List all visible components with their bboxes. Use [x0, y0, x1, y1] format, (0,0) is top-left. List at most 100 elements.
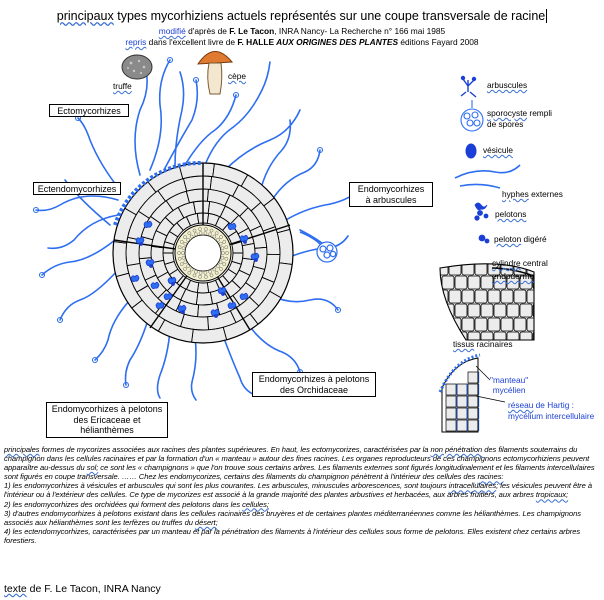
detail-hartig-section [438, 353, 481, 433]
legend-arbuscules: arbuscules [487, 80, 528, 90]
subtitle-source: modifié d'après de F. Le Tacon, INRA Nan… [158, 26, 446, 36]
peloton [217, 286, 227, 296]
cylinder-cell [221, 251, 225, 255]
tissue-cell [493, 275, 507, 290]
cylinder-cell [209, 273, 214, 278]
legend-endoderme: endoderme [492, 271, 534, 281]
legend-sporocyst-icon [460, 100, 484, 132]
central-cylinder [174, 224, 232, 282]
cylinder-cell [179, 239, 184, 244]
label-endo-orchidaceae: Endomycorhizes à pelotons des Orchidacea… [252, 372, 376, 397]
tissue-cell [500, 317, 514, 332]
label-truffe: truffe [113, 81, 132, 91]
cylinder-cell [208, 269, 212, 274]
description-text: principales formes de mycorizes associée… [4, 445, 602, 545]
peloton [227, 301, 237, 309]
tissue-cell [461, 263, 475, 276]
cylinder-cell [187, 231, 192, 236]
tissue-cell [519, 331, 533, 340]
peloton [130, 274, 140, 282]
cortex-cell [196, 282, 210, 294]
peloton [155, 301, 165, 309]
legend-pelotons: pelotons [495, 209, 527, 219]
tissue-cell [480, 331, 494, 340]
root-cross-section-diagram [32, 51, 535, 433]
cylinder-cell [204, 227, 208, 232]
tissue-cell [519, 303, 533, 318]
tissue-cell [467, 303, 481, 318]
tissue-cell [474, 289, 488, 304]
cylinder-cell [214, 270, 219, 275]
truffe-icon [121, 54, 153, 80]
cylinder-cell [179, 262, 184, 267]
tissue-cell [487, 317, 501, 332]
tissue-cell [532, 331, 534, 340]
cylinder-cell [219, 235, 223, 239]
label-ectomycorhizes: Ectomycorhizes [49, 104, 129, 117]
cylinder-cell [181, 255, 186, 260]
cylinder-cell [214, 231, 219, 236]
cylinder-cell [194, 269, 198, 274]
label-endo-arbuscules: Endomycorhizes à arbuscules [349, 182, 433, 207]
cylinder-cell [177, 245, 182, 250]
peloton [210, 308, 220, 318]
credit-line: texte de F. Le Tacon, INRA Nancy [4, 583, 161, 595]
tissue-cell [467, 395, 479, 408]
legend-vesicle-icon [465, 143, 477, 159]
tissue-cell [467, 419, 479, 432]
peloton [163, 292, 173, 300]
tissue-cell [440, 263, 449, 276]
cylinder-cell [203, 271, 208, 275]
legend-sporocyste: sporocyste rempli de spores [487, 108, 553, 129]
cylinder-cell [198, 227, 202, 232]
cylinder-cell [183, 267, 187, 271]
cortex-cells [113, 163, 293, 343]
tissue-cell [487, 289, 501, 304]
peloton [239, 292, 249, 300]
cylinder-cell [189, 234, 194, 239]
cortex-cell [185, 188, 209, 204]
cylinder-cell [198, 271, 203, 275]
peloton [145, 258, 155, 268]
tissue-cell [461, 317, 475, 332]
tissue-cell [456, 407, 468, 420]
cylinder-cell [183, 241, 188, 246]
fungal-mantle [113, 160, 204, 226]
tissue-cell [480, 303, 494, 318]
tissue-cell [441, 275, 455, 290]
tissue-cell [526, 317, 534, 332]
cylinder-cell [189, 267, 194, 272]
cylinder-cell [192, 228, 197, 233]
page-title: principaux types mycorhiziens actuels re… [56, 9, 548, 23]
peloton [177, 304, 187, 314]
cylinder-cell [181, 251, 185, 255]
tissue-cell [445, 419, 457, 432]
cortex-cell [193, 200, 211, 215]
tissue-cell [467, 331, 481, 340]
tissue-cell [456, 383, 468, 396]
tissue-cell [506, 303, 520, 318]
description-item-1: 1) les endomycorhizes à vésicules et arb… [4, 481, 592, 500]
tissue-cell [467, 371, 479, 384]
tissue-cell [506, 331, 520, 340]
sporocyst-cluster [299, 231, 338, 263]
legend-hartig: réseau de Hartig : mycélium intercellula… [508, 400, 595, 421]
tissue-cell [474, 263, 488, 276]
cylinder-cell [220, 255, 225, 260]
description-item-2: 2) les endomycorhizes des orchidées qui … [4, 499, 269, 509]
tissue-cell [454, 303, 468, 318]
tissue-cell [454, 275, 468, 290]
cortex-cell [195, 291, 213, 306]
tissue-cell [445, 407, 457, 420]
tissue-cell [532, 275, 534, 290]
cylinder-cell [209, 228, 214, 233]
tissue-cell [461, 289, 475, 304]
legend-vesicule: vésicule [483, 145, 513, 155]
peloton [250, 252, 260, 262]
cylinder-cell [212, 234, 217, 239]
cylinder-cell [177, 251, 181, 255]
tissue-cell [506, 275, 520, 290]
cepe-mushroom-icon [197, 51, 234, 95]
legend-peloton-digere: peloton digéré [494, 234, 547, 244]
subtitle-book: repris dans l'excellent livre de F. HALL… [125, 37, 479, 47]
